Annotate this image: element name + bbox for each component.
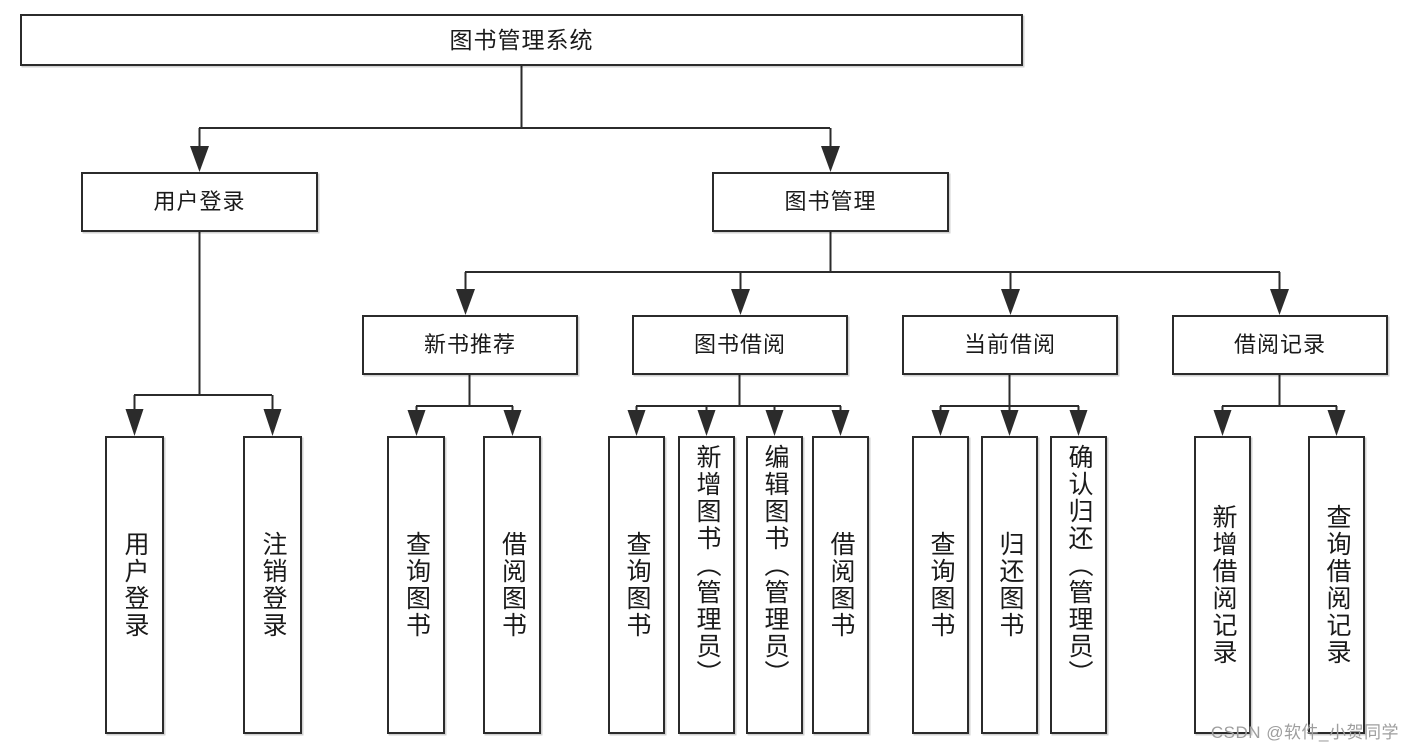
node-leaf-add-record[interactable]: 新增借阅记录 bbox=[1194, 436, 1251, 734]
node-leaf-borrow-book-2-label: 借阅图书 bbox=[827, 531, 855, 639]
arrowhead-userlogin bbox=[190, 146, 209, 172]
node-new-book-recommend-label: 新书推荐 bbox=[423, 332, 516, 358]
arrowhead-query-record bbox=[1327, 410, 1346, 436]
node-leaf-user-login-label: 用户登录 bbox=[121, 531, 149, 639]
node-root[interactable]: 图书管理系统 bbox=[20, 14, 1023, 66]
node-leaf-user-logout-label: 注销登录 bbox=[259, 531, 287, 639]
arrowhead-confirm-return bbox=[1069, 410, 1088, 436]
node-new-book-recommend[interactable]: 新书推荐 bbox=[362, 315, 578, 375]
node-leaf-confirm-return[interactable]: 确认归还（管理员） bbox=[1050, 436, 1107, 734]
arrowhead-new-book-recommend bbox=[456, 289, 475, 315]
arrowhead-return-book bbox=[1000, 410, 1019, 436]
node-leaf-query-book-1[interactable]: 查询图书 bbox=[387, 436, 445, 734]
node-leaf-add-book[interactable]: 新增图书（管理员） bbox=[678, 436, 735, 734]
arrowhead-borrow-record bbox=[1270, 289, 1289, 315]
node-leaf-add-book-label: 新增图书（管理员） bbox=[693, 444, 721, 687]
node-leaf-edit-book[interactable]: 编辑图书（管理员） bbox=[746, 436, 803, 734]
node-leaf-query-book-1-label: 查询图书 bbox=[402, 531, 431, 639]
node-leaf-query-book-2[interactable]: 查询图书 bbox=[608, 436, 665, 734]
node-user-login[interactable]: 用户登录 bbox=[81, 172, 318, 232]
node-leaf-edit-book-label: 编辑图书（管理员） bbox=[761, 444, 789, 687]
node-leaf-confirm-return-label: 确认归还（管理员） bbox=[1065, 444, 1093, 687]
node-leaf-borrow-book-1[interactable]: 借阅图书 bbox=[483, 436, 541, 734]
arrowhead-query-book-2 bbox=[627, 410, 646, 436]
arrowhead-add-book bbox=[697, 410, 716, 436]
node-user-login-label: 用户登录 bbox=[153, 189, 246, 215]
arrowhead-book-borrow bbox=[731, 289, 750, 315]
node-book-borrow-label: 图书借阅 bbox=[693, 332, 786, 358]
node-borrow-record-label: 借阅记录 bbox=[1233, 332, 1326, 358]
arrowhead-add-record bbox=[1213, 410, 1232, 436]
node-leaf-return-book-label: 归还图书 bbox=[996, 531, 1024, 639]
node-leaf-return-book[interactable]: 归还图书 bbox=[981, 436, 1038, 734]
arrowhead-query-book-1 bbox=[407, 410, 426, 436]
node-current-borrow[interactable]: 当前借阅 bbox=[902, 315, 1118, 375]
arrowhead-current-borrow bbox=[1001, 289, 1020, 315]
watermark-text: CSDN @软件_小贺同学 bbox=[1210, 723, 1399, 742]
node-leaf-query-record[interactable]: 查询借阅记录 bbox=[1308, 436, 1365, 734]
node-leaf-user-logout[interactable]: 注销登录 bbox=[243, 436, 302, 734]
node-leaf-borrow-book-2[interactable]: 借阅图书 bbox=[812, 436, 869, 734]
node-root-label: 图书管理系统 bbox=[449, 26, 594, 53]
node-leaf-query-book-2-label: 查询图书 bbox=[623, 531, 651, 639]
arrowhead-query-book-3 bbox=[931, 410, 950, 436]
node-leaf-add-record-label: 新增借阅记录 bbox=[1209, 504, 1237, 666]
node-leaf-query-record-label: 查询借阅记录 bbox=[1323, 504, 1351, 666]
arrowhead-borrow-book-1 bbox=[503, 410, 522, 436]
node-book-manage-label: 图书管理 bbox=[784, 189, 877, 215]
node-book-manage[interactable]: 图书管理 bbox=[712, 172, 949, 232]
arrowhead-bookmanage bbox=[821, 146, 840, 172]
node-leaf-query-book-3-label: 查询图书 bbox=[927, 531, 955, 639]
node-leaf-query-book-3[interactable]: 查询图书 bbox=[912, 436, 969, 734]
node-leaf-user-login[interactable]: 用户登录 bbox=[105, 436, 164, 734]
arrowhead-edit-book bbox=[765, 410, 784, 436]
node-leaf-borrow-book-1-label: 借阅图书 bbox=[498, 531, 527, 639]
node-book-borrow[interactable]: 图书借阅 bbox=[632, 315, 848, 375]
node-current-borrow-label: 当前借阅 bbox=[963, 332, 1056, 358]
node-borrow-record[interactable]: 借阅记录 bbox=[1172, 315, 1388, 375]
arrowhead-borrow-book-2 bbox=[831, 410, 850, 436]
arrowhead-user-login-leaf bbox=[125, 409, 144, 436]
arrowhead-user-logout-leaf bbox=[263, 409, 282, 436]
